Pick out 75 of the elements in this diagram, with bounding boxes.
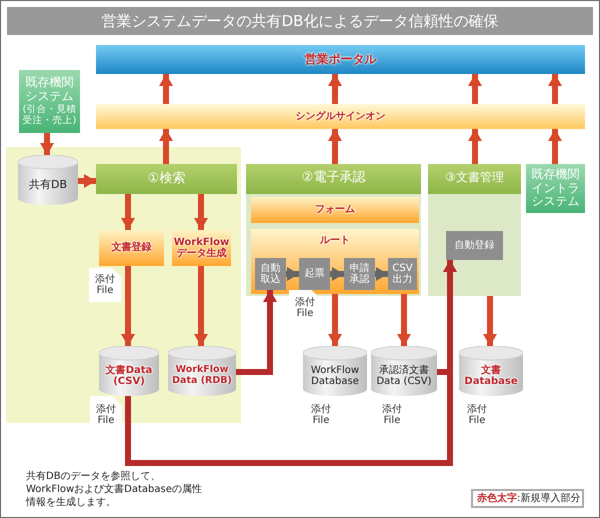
search-bar (96, 164, 237, 194)
legend-note: 赤色太字:新規導入部分 (471, 489, 584, 508)
module-panel (428, 164, 521, 296)
step-box (388, 258, 417, 290)
database-cylinder (371, 346, 437, 396)
box-label: 自動登録 (454, 240, 496, 252)
arrow (286, 267, 299, 281)
box-label: WorkFlow Data (RDB) (171, 365, 233, 387)
box-label: シングルサインオン (296, 110, 386, 122)
box-label: 添付File (466, 404, 488, 426)
database-cylinder (168, 346, 236, 396)
box-label: 営業ポータル (304, 52, 376, 66)
arrow (159, 129, 173, 164)
arrow (194, 266, 208, 346)
box-subtext: (引合・見積受注・売上) (22, 105, 78, 128)
box-label: ①検索 (148, 172, 186, 186)
box-label: 既存機関システム (24, 76, 74, 104)
box-label: 添付File (294, 296, 316, 320)
module-panel (246, 164, 421, 296)
box-label: WorkFlow Database (310, 364, 360, 388)
arrow (468, 129, 482, 164)
process-box (99, 230, 164, 266)
route-box (251, 229, 419, 294)
step-box (446, 231, 503, 260)
box-label: ルート (320, 235, 350, 246)
arrow (328, 294, 342, 346)
step-box (255, 258, 286, 290)
arrow (397, 294, 411, 346)
panel-header: ②電子承認 (302, 171, 366, 186)
box-label: 既存機関イントラシステム (530, 168, 580, 210)
document-icon (89, 268, 121, 302)
box-label: 共有DB (28, 178, 68, 192)
arrow (375, 267, 388, 281)
box-label: 文書登録 (110, 242, 152, 254)
arrow (159, 74, 173, 104)
process-box (251, 197, 419, 223)
box-label: 申請承認 (348, 262, 370, 286)
system-box (19, 70, 80, 133)
arrow (328, 74, 342, 104)
arrow (548, 74, 562, 104)
arrow (40, 133, 54, 155)
database-cylinder (459, 346, 523, 396)
arrow (328, 129, 342, 164)
box-label: CSV出力 (391, 262, 414, 286)
box-label: 添付File (95, 404, 117, 426)
arrow (236, 290, 277, 375)
process-box (172, 230, 231, 266)
box-label: 文書Data (CSV) (104, 364, 154, 388)
box-label: フォーム (314, 204, 356, 216)
arrow (121, 194, 135, 230)
box-label: 自動取込 (260, 262, 282, 286)
box-label: 添付File (94, 274, 116, 296)
title-bar: 営業システムデータの共有DB化によるデータ信頼性の確保 (7, 7, 593, 35)
sign-on-bar (96, 104, 585, 129)
arrow (468, 74, 482, 104)
box-label: 起票 (304, 268, 326, 280)
panel-header: ③文書管理 (445, 171, 504, 185)
database-cylinder (18, 155, 78, 205)
arrow (330, 267, 344, 281)
box-label: 承認済文書Data (CSV) (375, 364, 433, 388)
arrow (483, 296, 497, 346)
database-cylinder (303, 346, 367, 396)
arrow (548, 129, 562, 164)
portal-bar (96, 45, 585, 74)
arrow (121, 266, 135, 346)
arrow (194, 194, 208, 230)
box-label: WorkFlowデータ生成 (172, 236, 230, 260)
arrow (78, 174, 96, 188)
box-label: 添付File (310, 404, 332, 426)
step-box (344, 258, 375, 290)
note-text: 共有DBのデータを参照して、WorkFlowおよび文書Databaseの属性情報を生成します。 (26, 470, 203, 509)
database-cylinder (99, 346, 159, 396)
box-label: 文書Database (463, 364, 519, 388)
box-label: 添付File (381, 404, 403, 426)
step-box (299, 258, 330, 290)
